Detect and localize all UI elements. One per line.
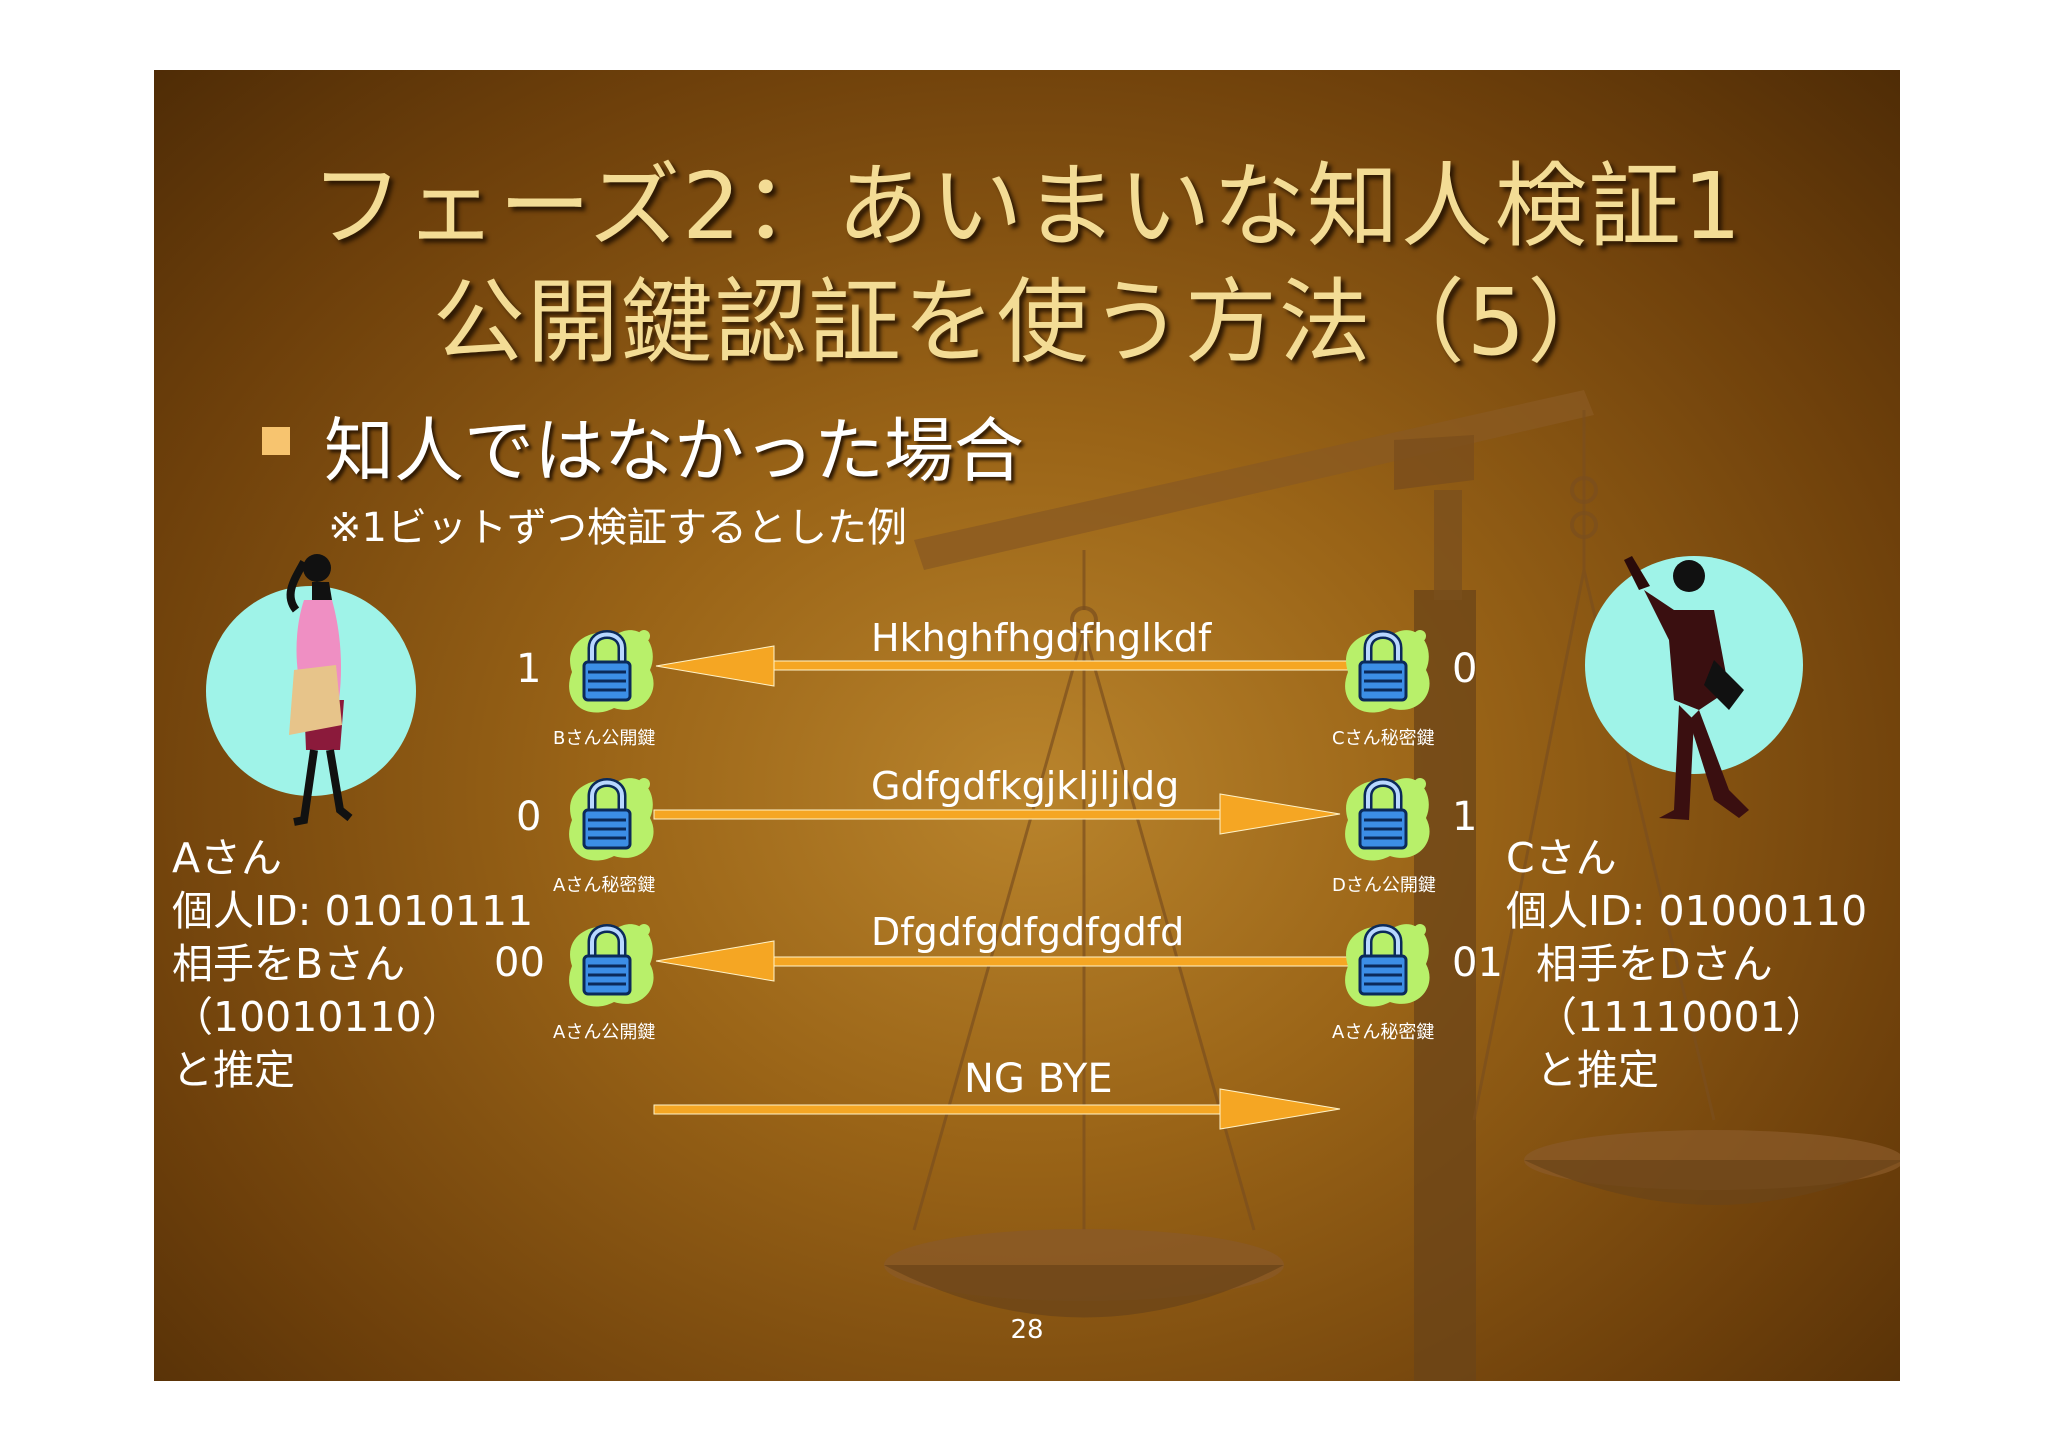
cipher-text-3: Dfgdfgdfgdfgdfd [871,910,1185,954]
lock-icon [1345,924,1429,1007]
bullet-text: 知人ではなかった場合 [324,410,1024,492]
right-bit-3: 01 [1452,940,1503,986]
person-a-guess: 相手をBさん [172,940,406,988]
right-bit-2: 1 [1452,794,1478,840]
left-key-label-2: Aさん秘密鍵 [553,875,656,896]
balance-scale-icon [884,390,1900,1381]
lock-icon [569,778,653,861]
right-key-label-2: Dさん公開鍵 [1332,875,1436,896]
left-bit-2: 0 [516,794,542,840]
left-key-label-1: Bさん公開鍵 [553,728,656,749]
right-key-label-1: Cさん秘密鍵 [1332,728,1435,749]
lock-icon [1345,630,1429,713]
lock-icon [1345,778,1429,861]
left-bit-3: 00 [494,940,545,986]
diagram-layer [286,554,1749,1130]
person-a-guess-id: （10010110） [172,993,463,1041]
right-key-label-3: Aさん秘密鍵 [1332,1022,1435,1043]
person-c-guess-id: （11110001） [1536,993,1827,1041]
cipher-text-1: Hkhghfhgdfhglkdf [871,616,1212,660]
person-c-guess: 相手をDさん [1536,940,1773,988]
left-key-label-3: Aさん公開鍵 [553,1022,656,1043]
left-bit-1: 1 [516,646,542,692]
lock-icon [569,924,653,1007]
person-c-name: Cさん [1506,834,1617,882]
person-a-name: Aさん [172,834,283,882]
cipher-text-2: Gdfgdfkgjkljljldg [871,764,1180,808]
slide-title-line-1: フェーズ2：あいまいな知人検証1 [310,153,1744,260]
bullet-marker [262,427,290,455]
man-silhouette-icon [1624,556,1749,820]
slide-title-line-2: 公開鍵認証を使う方法（5） [432,269,1622,376]
bullet-note: ※1ビットずつ検証するとした例 [328,505,907,551]
slide: フェーズ2：あいまいな知人検証1 公開鍵認証を使う方法（5） 知人ではなかった場… [154,70,1900,1381]
person-c-conclusion: と推定 [1536,1046,1659,1094]
person-a-id: 個人ID: 01010111 [172,887,534,935]
person-c-id: 個人ID: 01000110 [1506,887,1868,935]
right-bit-1: 0 [1452,646,1478,692]
page-number: 28 [1010,1315,1044,1345]
person-a-info: Aさん 個人ID: 01010111 相手をBさん （10010110） と推定 [172,832,533,1097]
person-a-conclusion: と推定 [172,1046,295,1094]
lock-icon [569,630,653,713]
arrow-2-right [653,793,1341,835]
final-message: NG BYE [964,1056,1113,1102]
arrow-4-right [653,1088,1341,1130]
woman-silhouette-icon [286,554,353,826]
